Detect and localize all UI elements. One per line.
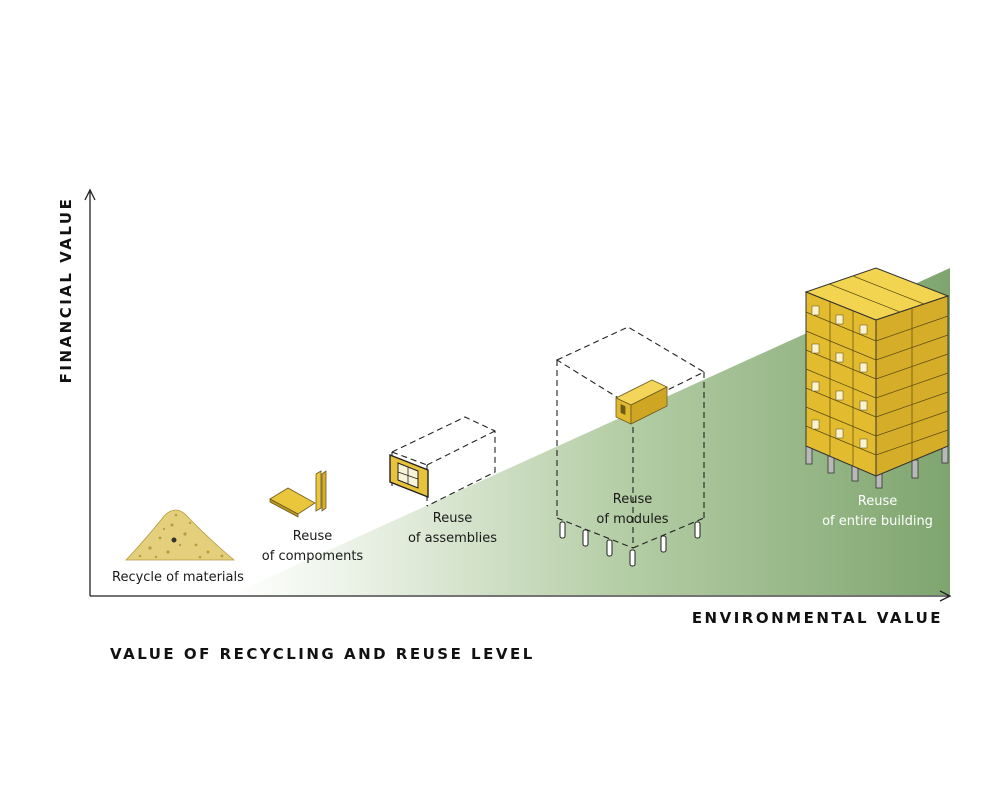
stage-label-building: Reuse of entire building bbox=[820, 492, 935, 532]
single-module-icon bbox=[615, 379, 668, 425]
stage-label-line: Reuse bbox=[612, 492, 653, 507]
stage-label-components: Reuse of compoments bbox=[255, 527, 370, 567]
stage-label-line: of assemblies bbox=[407, 531, 498, 546]
stage-label-line: of compoments bbox=[261, 549, 364, 564]
diagram-title: VALUE OF RECYCLING AND REUSE LEVEL bbox=[110, 645, 535, 663]
value-wedge bbox=[230, 268, 950, 595]
component-parts-icon bbox=[269, 470, 327, 518]
x-axis-arrow bbox=[939, 590, 952, 602]
module-frame-icon bbox=[555, 326, 706, 567]
building-icon bbox=[804, 267, 950, 489]
y-axis-arrow bbox=[84, 188, 96, 201]
x-axis-title: ENVIRONMENTAL VALUE bbox=[691, 609, 943, 627]
assembly-wall-icon bbox=[389, 416, 496, 507]
stage-label-line: Recycle of materials bbox=[112, 570, 244, 585]
material-pile-icon bbox=[125, 509, 236, 561]
axes bbox=[84, 188, 952, 602]
stage-label-line: Reuse bbox=[857, 494, 898, 509]
stage-label-assemblies: Reuse of assemblies bbox=[395, 509, 510, 549]
stage-label-line: Reuse bbox=[292, 529, 333, 544]
stage-label-line: Reuse bbox=[432, 511, 473, 526]
stage-label-line: of modules bbox=[596, 512, 669, 527]
stage-label-materials: Recycle of materials bbox=[112, 568, 244, 588]
stage-label-modules: Reuse of modules bbox=[575, 490, 690, 530]
y-axis-title: FINANCIAL VALUE bbox=[57, 196, 75, 384]
stage-label-line: of entire building bbox=[822, 514, 933, 529]
module-piles bbox=[559, 521, 701, 567]
